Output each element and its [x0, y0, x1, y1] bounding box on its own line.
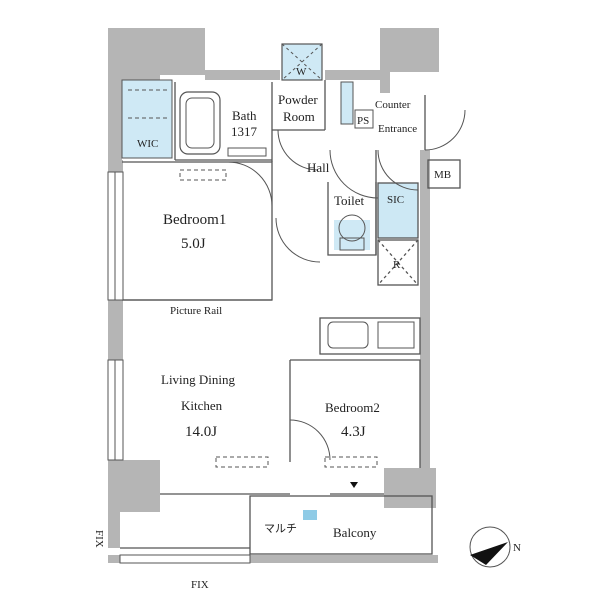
bedroom2-label: Bedroom2	[325, 400, 380, 415]
refrigerator-label: R	[393, 259, 401, 271]
ldk-label-2: Kitchen	[181, 398, 223, 413]
fix-bottom-label: FIX	[191, 579, 209, 591]
balcony-label: Balcony	[333, 525, 377, 540]
bedroom1-size: 5.0J	[181, 236, 206, 252]
hall-label: Hall	[307, 160, 330, 175]
bedroom1-label: Bedroom1	[163, 212, 226, 228]
bath-label: Bath	[232, 108, 257, 123]
arrow-marker	[350, 482, 358, 488]
picture-rail-label: Picture Rail	[170, 305, 222, 317]
wic-label: WIC	[137, 138, 158, 150]
interior-walls	[120, 80, 461, 555]
compass: N	[469, 526, 521, 568]
washer-label: W	[296, 66, 307, 78]
room-labels: WIC Bath 1317 Powder Room W PS Counter E…	[93, 66, 451, 591]
entrance-label: Entrance	[378, 123, 417, 135]
powder-room-label-2: Room	[283, 109, 315, 124]
bedroom2-size: 4.3J	[341, 424, 366, 440]
fixtures	[121, 43, 415, 520]
counter-label: Counter	[375, 99, 411, 111]
mb-label: MB	[434, 169, 451, 181]
bath-size-label: 1317	[231, 124, 258, 139]
compass-label: N	[513, 542, 521, 554]
windows	[107, 171, 251, 564]
sic-label: SIC	[387, 194, 404, 206]
fix-left-label: FIX	[93, 530, 105, 548]
doors	[227, 109, 466, 461]
ps-label: PS	[357, 115, 369, 127]
powder-room-label-1: Powder	[278, 92, 318, 107]
ldk-label-1: Living Dining	[161, 372, 236, 387]
ldk-size: 14.0J	[185, 424, 217, 440]
ceiling-marks	[142, 169, 378, 468]
multi-label: マルチ	[264, 522, 297, 535]
toilet-label: Toilet	[334, 193, 365, 208]
